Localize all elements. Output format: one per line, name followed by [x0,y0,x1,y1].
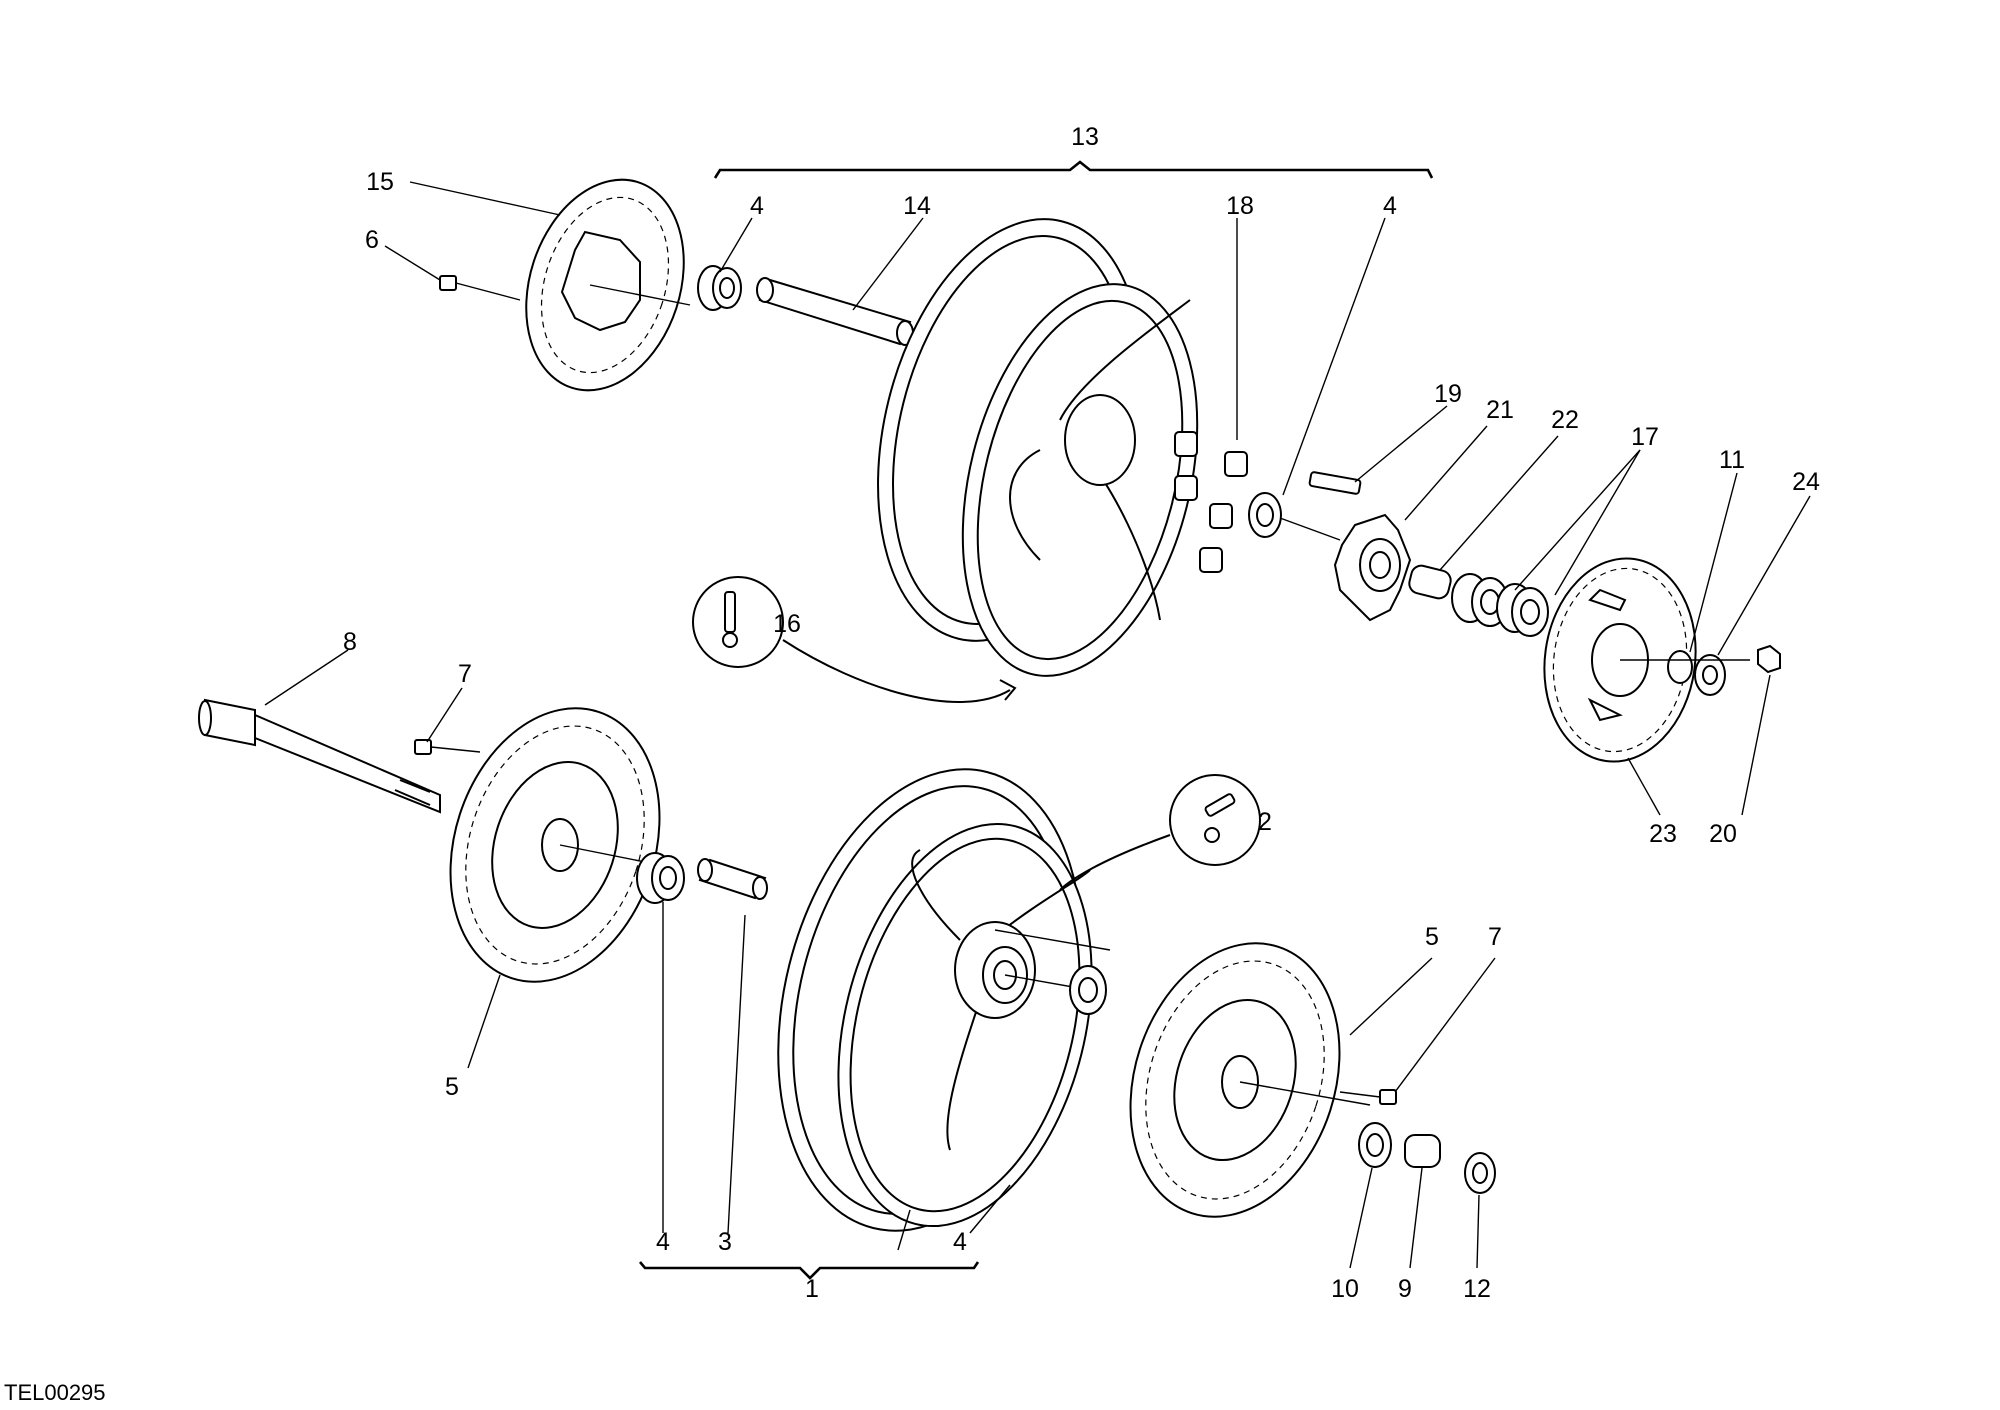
sprocket-stud [1308,471,1362,495]
rear-brake-disc [525,178,691,392]
callout-12: 12 [1463,1275,1491,1303]
sprocket-washer [1667,650,1693,684]
callout-15: 15 [366,168,394,196]
sprocket-nut [1757,644,1781,674]
rear-bearing-left [697,265,742,311]
callout-4-front-right: 4 [953,1228,967,1256]
callout-4-front-left: 4 [656,1228,670,1256]
front-washer [1358,1122,1392,1168]
callout-4-rear-right: 4 [1383,192,1397,220]
callout-3: 3 [718,1228,732,1256]
callout-22: 22 [1551,406,1579,434]
callout-1: 1 [805,1275,819,1303]
callout-5-left: 5 [445,1073,459,1101]
front-disc-bolt-right [1339,1089,1397,1105]
bracket-13 [713,160,1434,179]
front-bearing-right [1069,965,1107,1015]
callout-9: 9 [1398,1275,1412,1303]
leader-lines [264,181,1811,1269]
callout-6: 6 [365,226,379,254]
callout-4-rear-left: 4 [750,192,764,220]
callout-16: 16 [773,610,801,638]
callout-7-left: 7 [458,660,472,688]
callout-14: 14 [903,192,931,220]
disc-bolt [439,275,521,301]
front-disc-bolt-left [414,739,481,755]
callout-23: 23 [1649,820,1677,848]
front-axle-nut [1464,1152,1496,1194]
front-spacer [697,858,768,900]
rear-spacer-tube [756,277,914,346]
front-axle-spacer [1404,1134,1441,1168]
callout-8: 8 [343,628,357,656]
front-wheel [777,768,1111,1232]
callout-18: 18 [1226,192,1254,220]
front-right-brake-disc [1129,942,1371,1218]
callout-10: 10 [1331,1275,1359,1303]
sprocket-carrier [1333,513,1412,622]
bracket-1 [639,1261,980,1280]
front-bearing-left [636,852,685,904]
front-valve-detail [1059,774,1261,891]
callout-20: 20 [1709,820,1737,848]
carrier-bearings [1451,573,1549,637]
rear-bearing-right [1248,492,1341,541]
callout-5-right: 5 [1425,923,1439,951]
carrier-spacer [1408,564,1452,600]
callout-19: 19 [1434,380,1462,408]
callout-11: 11 [1719,446,1745,474]
callout-13: 13 [1071,123,1099,151]
plain-washer [1694,654,1726,696]
callout-2: 2 [1258,808,1272,836]
front-axle [198,698,441,814]
rear-wheel [877,218,1248,677]
front-left-brake-disc [449,707,661,983]
callout-7-right: 7 [1488,923,1502,951]
callout-21: 21 [1486,396,1514,424]
callout-17: 17 [1631,423,1659,451]
drawing-code: TEL00295 [4,1380,106,1405]
rear-valve-detail [692,576,1017,703]
callout-24: 24 [1792,468,1820,496]
